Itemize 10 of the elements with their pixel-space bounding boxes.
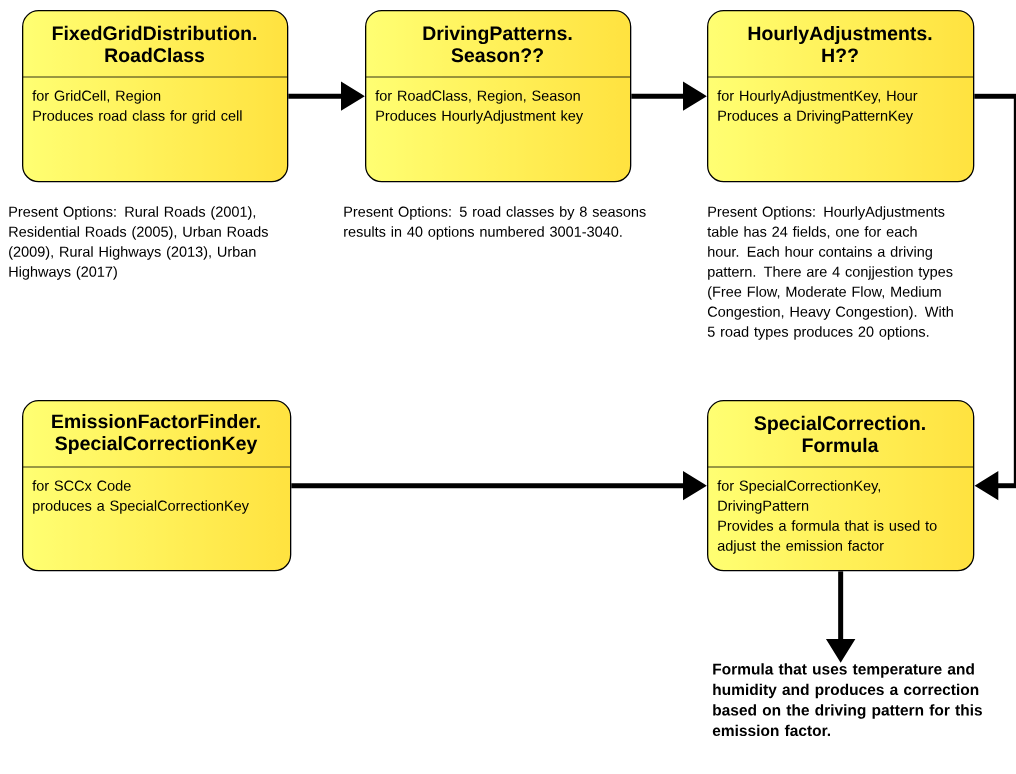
class-box: SpecialCorrection. Formula for SpecialCorrectionKey, DrivingPattern Provides a formula that is used to adjust the emission factor [706, 400, 975, 572]
options-note: Present Options: 5 road classes by 8 seasons results in 40 options numbered 3001-3040. [344, 206, 646, 240]
class-box: EmissionFactorFinder. SpecialCorrectionKey for SCCx Code produces a SpecialCorrectionKey [21, 400, 292, 572]
arrow [974, 93, 1016, 501]
options-note: Present Options: Rural Roads (2001), Residential Roads (2005), Urban Roads (2009), Rural Highways (2013), Urban Highways (2017) [9, 206, 268, 280]
class-box: DrivingPatterns. Season?? for RoadClass, Region, Season Produces HourlyAdjustment key [364, 10, 632, 183]
class-box: HourlyAdjustments. H?? for HourlyAdjustmentKey, Hour Produces a DrivingPatternKey [706, 10, 975, 183]
result-text: Formula that uses temperature and humidity and produces a correction based on the driving pattern for this emission factor. [712, 663, 982, 737]
class-box: FixedGridDistribution. RoadClass for GridCell, Region Produces road class for grid cell [21, 10, 289, 183]
options-note: Present Options: HourlyAdjustments table has 24 fields, one for each hour. Each hour contains a driving pattern. There are 4 conjjestion types (Free Flow, Moderate Flow, Medium Congestion, Heavy Congestion). With 5 road types produces 20 options. [707, 206, 953, 340]
